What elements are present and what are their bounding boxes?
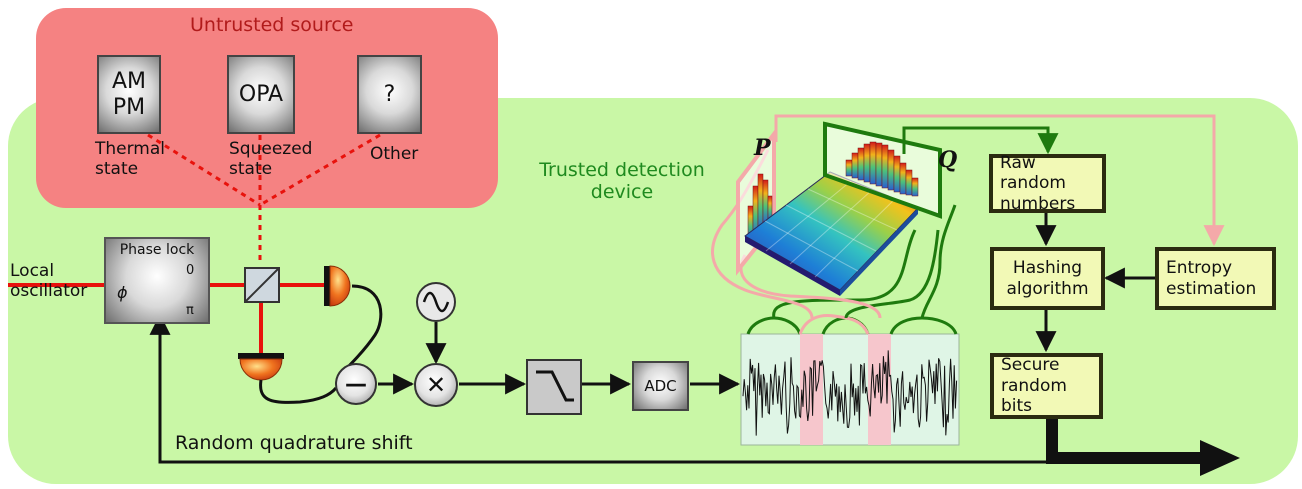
adc-label: ADC (644, 377, 677, 395)
local-oscillator-line2: oscillator (10, 280, 88, 301)
cable-bottom (259, 379, 338, 404)
feedback-line (149, 313, 1048, 464)
secure-line2: random bits (1001, 375, 1067, 417)
source-box-am-pm-line2: PM (112, 94, 146, 120)
quadrature-p-label: P (754, 135, 771, 161)
detector-bottom (238, 353, 284, 381)
source-box-other: ? (357, 55, 422, 134)
source-box-opa: OPA (227, 55, 295, 134)
lowpass-filter-icon (526, 359, 582, 415)
entropy-line1: Entropy (1166, 258, 1233, 279)
green-paths (772, 204, 957, 319)
entropy-line2: estimation (1166, 278, 1257, 299)
arrow-q-to-raw (902, 126, 1059, 155)
local-oscillator-label: Local oscillator (10, 261, 88, 301)
raw-random-numbers-text: Raw random numbers (1000, 153, 1102, 214)
entropy-estimation-box: Entropy estimation (1155, 247, 1276, 310)
hashing-line2: algorithm (1006, 278, 1089, 299)
beam-splitter (244, 267, 280, 303)
state-label-other: Other (370, 144, 419, 165)
mixer-icon: ✕ (414, 363, 458, 407)
source-dashed-lines (147, 133, 381, 260)
phase-lock-title: Phase lock (119, 242, 195, 258)
signal-trace (740, 333, 960, 446)
oscillator-icon (416, 282, 456, 322)
raw-random-numbers-box: Raw random numbers (989, 153, 1106, 214)
entropy-estimation-text: Entropy estimation (1166, 258, 1256, 299)
random-quadrature-shift-label: Random quadrature shift (175, 432, 413, 454)
secure-random-bits-box: Secure random bits (990, 353, 1103, 419)
phase-lock-pi-label: π (186, 303, 194, 318)
raw-random-line2: numbers (1000, 193, 1076, 214)
phase-lock-zero-label: 0 (186, 263, 195, 278)
source-box-other-label: ? (383, 82, 396, 107)
secure-random-bits-text: Secure random bits (1001, 355, 1099, 416)
state-label-thermal: Thermal state (95, 139, 166, 179)
state-label-other-line1: Other (370, 144, 419, 164)
phase-lock-box: Phase lock (104, 237, 210, 324)
hashing-algorithm-box: Hashing algorithm (990, 247, 1105, 310)
output-arrow (1046, 418, 1240, 476)
state-label-squeezed-line1: Squeezed (229, 139, 313, 159)
local-oscillator-line1: Local (10, 261, 55, 281)
mixer-symbol: ✕ (425, 371, 447, 399)
subtractor-icon: — (335, 363, 377, 405)
trusted-detection-title-line1: Trusted detection (539, 159, 705, 181)
detector-right (324, 265, 351, 307)
q-histogram-panel (823, 121, 942, 219)
state-label-squeezed: Squeezed state (229, 139, 313, 179)
untrusted-source-title: Untrusted source (190, 14, 354, 36)
state-label-squeezed-line2: state (229, 158, 273, 179)
quadrature-q-label: Q (938, 147, 958, 173)
hashing-line1: Hashing (1012, 258, 1083, 279)
trusted-detection-title: Trusted detection device (527, 159, 717, 204)
phase-lock-phi: ϕ (117, 283, 128, 302)
source-box-am-pm: AM PM (97, 55, 161, 134)
state-label-thermal-line1: Thermal (95, 139, 166, 159)
trusted-detection-title-line2: device (590, 180, 654, 203)
state-label-thermal-line2: state (95, 158, 139, 179)
secure-line1: Secure (1001, 355, 1060, 376)
source-box-am-pm-line1: AM (111, 69, 147, 95)
hashing-algorithm-text: Hashing algorithm (1006, 258, 1088, 299)
source-box-opa-label: OPA (238, 82, 284, 107)
adc-box: ADC (632, 361, 689, 411)
raw-random-line1: Raw random (1000, 152, 1066, 194)
arrow-p-to-entropy (774, 114, 1225, 247)
subtractor-symbol: — (345, 371, 367, 397)
wigner-surface (744, 171, 919, 296)
